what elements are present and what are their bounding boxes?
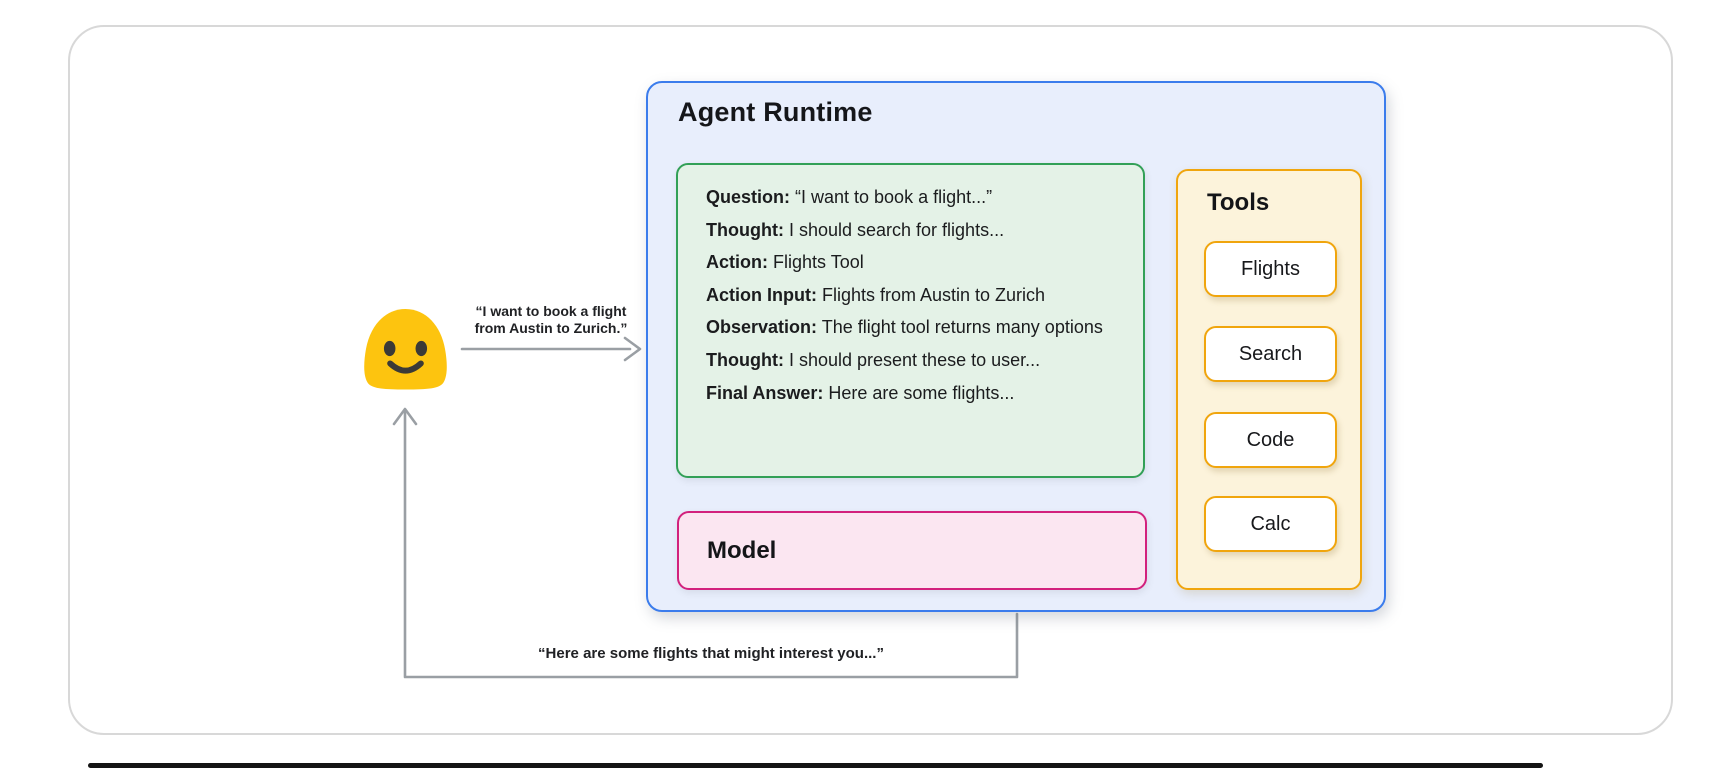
scratchpad-line-label: Question: (706, 187, 790, 207)
scratchpad-line-text: “I want to book a flight...” (790, 187, 993, 207)
tool-button-calc[interactable]: Calc (1204, 496, 1337, 552)
tool-button-code[interactable]: Code (1204, 412, 1337, 468)
user-request-line1: “I want to book a flight (475, 303, 627, 319)
scratchpad-line-text: Flights Tool (768, 252, 864, 273)
agent-runtime-box: Agent Runtime Question: “I want to book … (646, 81, 1386, 612)
scratchpad-line-label: Thought: (706, 349, 784, 370)
scratchpad-line: Observation: The flight tool returns man… (706, 311, 1125, 344)
scratchpad-line-label: Final Answer: (706, 382, 824, 403)
scratchpad-line: Action: Flights Tool (706, 246, 1125, 279)
scratchpad-line: Action Input: Flights from Austin to Zur… (706, 279, 1125, 312)
scratchpad-line-label: Thought: (706, 219, 784, 240)
agent-runtime-title: Agent Runtime (678, 97, 873, 127)
reasoning-scratchpad-box: Question: “I want to book a flight...” T… (676, 163, 1145, 478)
tool-button-flights[interactable]: Flights (1204, 241, 1337, 297)
scratchpad-line-text: Flights from Austin to Zurich (816, 284, 1046, 305)
agent-response-label: “Here are some flights that might intere… (538, 645, 884, 662)
emoji-smile (387, 360, 424, 374)
emoji-right-eye (415, 340, 428, 357)
tool-button-search[interactable]: Search (1204, 326, 1337, 382)
scratchpad-line-text: Here are some flights... (823, 382, 1015, 403)
scratchpad-line-text: The flight tool returns many options (817, 317, 1103, 338)
tools-panel: Tools Flights Search Code Calc (1176, 169, 1362, 590)
user-emoji (364, 309, 447, 390)
user-request-label: “I want to book a flight from Austin to … (446, 303, 656, 336)
scratchpad-line-label: Action: (706, 252, 768, 273)
scratchpad-line-label: Action Input: (706, 284, 817, 305)
model-label: Model (707, 536, 777, 564)
model-box: Model (677, 511, 1147, 590)
scratchpad-line: Thought: I should present these to user.… (706, 344, 1125, 377)
scratchpad-line-text: I should present these to user... (783, 349, 1041, 370)
scratchpad-line: Question: “I want to book a flight...” (706, 181, 1125, 214)
emoji-face (364, 309, 447, 390)
scratchpad-line: Final Answer: Here are some flights... (706, 377, 1125, 410)
user-request-line2: from Austin to Zurich.” (474, 319, 628, 336)
scratchpad-line-text: I should search for flights... (783, 219, 1005, 240)
emoji-left-eye (383, 340, 396, 357)
video-progress-bar[interactable] (88, 763, 1543, 768)
scratchpad-line: Thought: I should search for flights... (706, 214, 1125, 247)
tools-title: Tools (1207, 189, 1270, 216)
scratchpad-line-label: Observation: (706, 317, 818, 338)
